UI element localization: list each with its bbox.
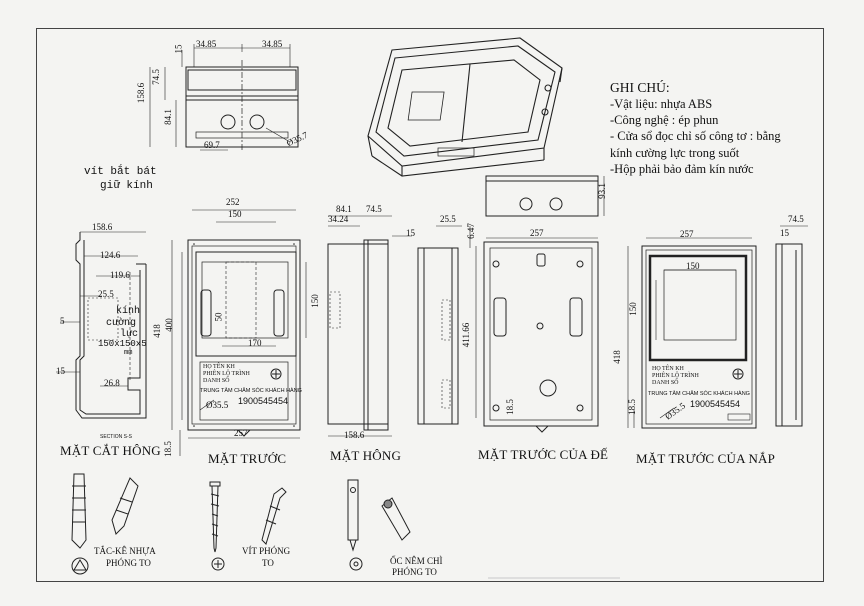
drawing-border (36, 28, 824, 582)
dimension: 34.85 (262, 39, 283, 49)
dimension: 119.6 (110, 270, 130, 280)
dimension: 15 (56, 366, 65, 376)
dimension: 74.5 (150, 69, 161, 85)
isometric-view (367, 37, 563, 177)
callout-glass: lực (120, 329, 139, 340)
part-label-anchor: TẮC-KÊ NHỰA (94, 546, 156, 556)
plate-field: DANH SỐ (652, 380, 679, 386)
dimension: 252 (226, 197, 240, 207)
plate-center: TRUNG TÂM CHĂM SÓC KHÁCH HÀNG (200, 388, 302, 394)
front-view (171, 209, 307, 456)
note-line: -Hộp phải bảo đảm kín nước (610, 162, 754, 176)
callout-glass: kính (116, 306, 141, 317)
dimension: 15 (780, 228, 789, 238)
dimension: 93.1 (596, 183, 607, 199)
dimension: 400 (163, 318, 174, 332)
section-view (56, 231, 147, 419)
plate-field: HỌ TÊN KH (203, 364, 235, 370)
callout-screw-holder: giữ kính (100, 180, 153, 192)
base-front-view (475, 237, 599, 433)
dimension: 25.5 (98, 289, 114, 299)
part-label-seal: ỐC NÊM CHÌ (390, 556, 443, 566)
part-label-screw: TO (262, 558, 274, 568)
dimension: 84.1 (162, 109, 173, 125)
part-label-screw: VÍT PHÓNG (242, 546, 291, 556)
view-title-lid-front: MẶT TRƯỚC CỦA NẮP (636, 451, 776, 466)
dimension: 257 (234, 428, 248, 438)
plate-field: PHIÊN LỘ TRÌNH (203, 371, 250, 377)
screw-drawing (209, 481, 287, 571)
plate-field: PHIÊN LỘ TRÌNH (652, 373, 699, 379)
dimension: 18.5 (162, 441, 173, 457)
dimension: 25.5 (440, 214, 456, 224)
plate-phone: 1900545454 (238, 396, 289, 406)
dimension: 411.66 (461, 322, 472, 348)
view-title-front: MẶT TRƯỚC (208, 451, 287, 466)
dimension: Ø35.5 (206, 400, 229, 410)
dimension: 6.47 (465, 223, 476, 239)
dimension: 257 (680, 229, 694, 239)
note-line: - Cửa sổ đọc chỉ số công tơ : bằng (610, 129, 781, 143)
notes-title: GHI CHÚ: (610, 80, 670, 95)
lid-side-view (775, 225, 808, 427)
lid-front-view (627, 237, 757, 429)
dimension: 84.1 (336, 204, 352, 214)
dimension: 418 (611, 350, 622, 364)
dimension: 124.6 (100, 250, 121, 260)
dimension: 18.5 (504, 399, 515, 415)
dimension: 18.5 (626, 399, 637, 415)
top-view (149, 44, 299, 151)
note-line: kính cường lực trong suốt (610, 146, 740, 160)
wall-anchor-drawing (71, 473, 139, 575)
plate-center: TRUNG TÂM CHĂM SÓC KHÁCH HÀNG (648, 391, 750, 397)
dimension: 257 (530, 228, 544, 238)
note-line: -Công nghệ : ép phun (610, 113, 719, 127)
view-title-section: MẶT CẮT HÔNG (60, 443, 161, 458)
dimension: 34.24 (328, 214, 349, 224)
lead-seal-drawing (347, 479, 411, 571)
side-view (327, 215, 412, 437)
plate-field: HỌ TÊN KH (652, 366, 684, 372)
dimension: 5 (60, 316, 65, 326)
part-label-seal: PHÓNG TO (392, 567, 437, 577)
dimension: 150 (686, 261, 700, 271)
callout-glass: cường (106, 318, 137, 329)
dimension: 15 (406, 228, 415, 238)
bottom-view (485, 175, 605, 217)
part-label-anchor: PHÓNG TO (106, 558, 151, 568)
dimension: 15 (173, 44, 184, 54)
callout-glass: 150x150x5 (98, 339, 147, 349)
section-tag: SECTION S-S (100, 434, 132, 440)
dimension: 150 (228, 209, 242, 219)
narrow-side-view (417, 225, 471, 425)
dimension: 158.6 (92, 222, 113, 232)
dimension: 150 (309, 294, 320, 308)
dimension: 170 (248, 338, 262, 348)
dimension: 50 (213, 312, 224, 322)
dimension: 158.6 (344, 430, 365, 440)
dimension: 418 (151, 324, 162, 338)
plate-phone: 1900545454 (690, 399, 741, 409)
dimension: 150 (627, 302, 638, 316)
note-line: -Vật liệu: nhựa ABS (610, 97, 713, 111)
view-title-base-front: MẶT TRƯỚC CỦA ĐẾ (478, 447, 609, 462)
dimension: 158.6 (136, 82, 147, 104)
dimension: 74.5 (366, 204, 382, 214)
dimension: 34.85 (196, 39, 217, 49)
dimension: 26.8 (104, 378, 120, 388)
dimension: 69.7 (204, 140, 220, 150)
dimension: 74.5 (788, 214, 804, 224)
callout-glass: mm (124, 349, 133, 357)
view-title-side: MẶT HÔNG (330, 448, 402, 463)
callout-screw-holder: vít bắt bát (84, 166, 157, 178)
plate-field: DANH SỐ (203, 378, 230, 384)
